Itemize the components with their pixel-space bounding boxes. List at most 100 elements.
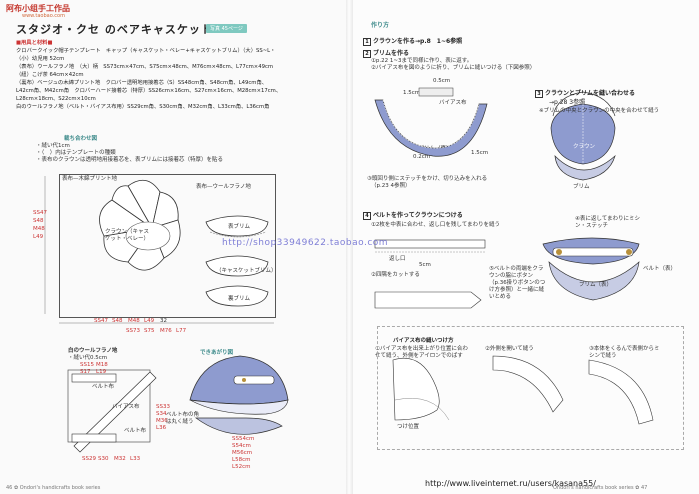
dim-label: L49 [33, 234, 44, 240]
dim-label: SS33 [156, 404, 170, 410]
bias-heading: バイアス布の縫いつけ方 [393, 338, 454, 344]
head-size: M56cm [232, 450, 253, 456]
howto-heading: 作り方 [371, 22, 390, 29]
cutting-diagram-svg [44, 176, 289, 453]
head-size: S54cm [232, 443, 251, 449]
materials-line: （表布）ウールフラノ地 （大）柄 SS73cm×47cm、S75cm×48cm、… [16, 64, 274, 70]
step-3-text: クラウンとブリムを縫い合わせる [545, 90, 636, 97]
brim-template-label: （キャスケットブリム） [216, 268, 277, 274]
step-4-2-note: ②四隅をカットする [371, 272, 420, 278]
cap-with-belt-drawing [542, 237, 640, 301]
site-url: www.taobao.com [22, 13, 65, 19]
finished-cap-drawing [189, 355, 289, 435]
photo-page-tag: 写真 45ページ [206, 24, 247, 33]
crown-label: クラウン（キャスケット・ベレー） [104, 229, 149, 242]
materials-line: L42cm角、M42cm角 クロバーハード接着芯（特厚）SS26cm×16cm、… [16, 88, 282, 94]
step-4-text: ベルトを作ってクラウンにつける [373, 212, 463, 219]
step-2-note: ②バイアス布を図のように折り、ブリムに縫いつける（下図参照） [371, 65, 536, 71]
bias-label: バイアス布 [112, 404, 140, 410]
finished-heading: できあがり図 [200, 350, 234, 356]
bias-step: ②外側を開いて縫う [485, 346, 534, 352]
white-fabric-note: ・縫い代0.5cm [68, 355, 108, 361]
measure-label: 1.5cm [471, 150, 489, 156]
bias-instructions-box [377, 326, 684, 450]
finished-note: ベルト布の角は丸く縫う [166, 412, 200, 425]
page-title: スタジオ・クセ のベアキャスケット [16, 23, 213, 36]
measure-label: 0.2cm [413, 154, 431, 160]
dim-label: S30 [98, 456, 109, 462]
fabric-label-print: 表布—木綿プリント地 [62, 176, 118, 182]
belt-label-2: ベルト布 [124, 428, 147, 434]
bias-step: ③本体をくるんで表側からミシンで縫う [589, 346, 660, 359]
left-page: 阿布小组手工作品 www.taobao.com スタジオ・クセ のベアキャスケッ… [0, 0, 346, 494]
measure-label: 1.5cm [403, 90, 421, 96]
book-gutter [346, 0, 353, 494]
bias-fabric-label: バイアス布 [439, 100, 467, 106]
dim-label: L36 [156, 425, 167, 431]
dim-label: SS29 [82, 456, 96, 462]
materials-line: （小）幼児用 52cm [16, 56, 65, 62]
bias-step: ①バイアス布を出来上がり位置に合わせて縫う、外側をアイロンでのばす [375, 346, 468, 359]
step-2c-ref: （p.23 4参照） [371, 183, 411, 189]
brim-front-label: ブリム（表） [579, 282, 613, 288]
materials-line: （裏布）ベージュの木綿プリント地 クロバー透明地用接着芯（S）SS48cm角、S… [16, 80, 268, 86]
layout-note: ・縫い代1cm [36, 143, 70, 149]
dim-label: S75 [144, 328, 155, 334]
fabric-label-wool: 表布—ウールフラノ地 [196, 184, 251, 190]
dim-label: M36 [156, 418, 168, 424]
dim-label: SS15 [80, 362, 94, 368]
step-2-text: ブリムを作る [373, 50, 410, 57]
dim-label: M32 [114, 456, 126, 462]
measure-label: 0.5cm [433, 78, 451, 84]
step-1-text: クラウンを作る→p.8 1~6参照 [373, 38, 463, 45]
dim-label: SS73 [126, 328, 140, 334]
step-2-note: ①p.22 1~3まで同様に作り、表に返す。 [371, 58, 473, 64]
dim-label: L49 [144, 318, 155, 324]
dim-label: SS47 [33, 210, 47, 216]
dim-label: L77 [176, 328, 187, 334]
dim-label: L33 [130, 456, 141, 462]
crown-diagram [550, 91, 616, 181]
instruction-diagrams-svg [374, 87, 654, 425]
head-size: L58cm [232, 457, 251, 463]
materials-heading: ■用具と材料■ [16, 40, 53, 46]
layout-note: ・表布のクラウンは透明地用接着芯を、表ブリムには接着芯（特厚）を貼る [36, 157, 224, 163]
dim-label: S48 [33, 218, 44, 224]
measure-label: 5cm [419, 262, 431, 268]
attach-position-label: つけ位置 [397, 424, 420, 430]
dim-label: M48 [128, 318, 140, 324]
materials-line: 白のウールフラノ地（ベルト・バイアス布用）SS29cm角、S30cm角、M32c… [16, 104, 270, 110]
source-watermark: http://www.liveinternet.ru/users/kasana5… [425, 479, 596, 488]
right-page-footer: Ondori's handicrafts book series ✿ 47 [553, 485, 648, 491]
step-4-4-note: ④表に返してまわりにミシン・ステッチ [575, 216, 640, 229]
head-size: SS54cm [232, 436, 255, 442]
front-brim-label: 表ブリム [228, 224, 251, 230]
dim-label: S17 [80, 369, 91, 375]
crown-label: クラウン [573, 144, 596, 150]
dim-label: L19 [96, 369, 107, 375]
head-size: L52cm [232, 464, 251, 470]
return-opening-label: 返し口 [389, 256, 406, 262]
brim-label: ブリム [573, 184, 590, 190]
materials-line: クロバークイック帽子テンプレート キャップ（キャスケット・ベレー+キャスケットブ… [16, 48, 276, 54]
layout-note: ・（ ）内はテンプレートの種類 [36, 150, 116, 156]
belt-label: ベルト（表） [643, 266, 677, 272]
site-name: 阿布小组手工作品 [6, 4, 70, 13]
back-brim-label: 裏ブリム [228, 296, 251, 302]
shop-watermark: http://shop33949622.taobao.com [222, 238, 389, 248]
layout-heading: 裁ち合わせ図 [64, 136, 98, 142]
dim-label: M18 [96, 362, 108, 368]
materials-line: （紐）こげ茶 64cm×42cm [16, 72, 84, 78]
dim-label: 32 [160, 318, 167, 324]
materials-line: L28cm×18cm、S22cm×10cm [16, 96, 96, 102]
dim-label: S48 [112, 318, 123, 324]
left-page-footer: 46 ✿ Ondori's handicrafts book series [6, 485, 101, 491]
step-4-note: ①2枚を中表に合わせ、返し口を残してまわりを縫う [371, 222, 500, 228]
dim-label: S34 [156, 411, 167, 417]
dim-label: M76 [160, 328, 172, 334]
